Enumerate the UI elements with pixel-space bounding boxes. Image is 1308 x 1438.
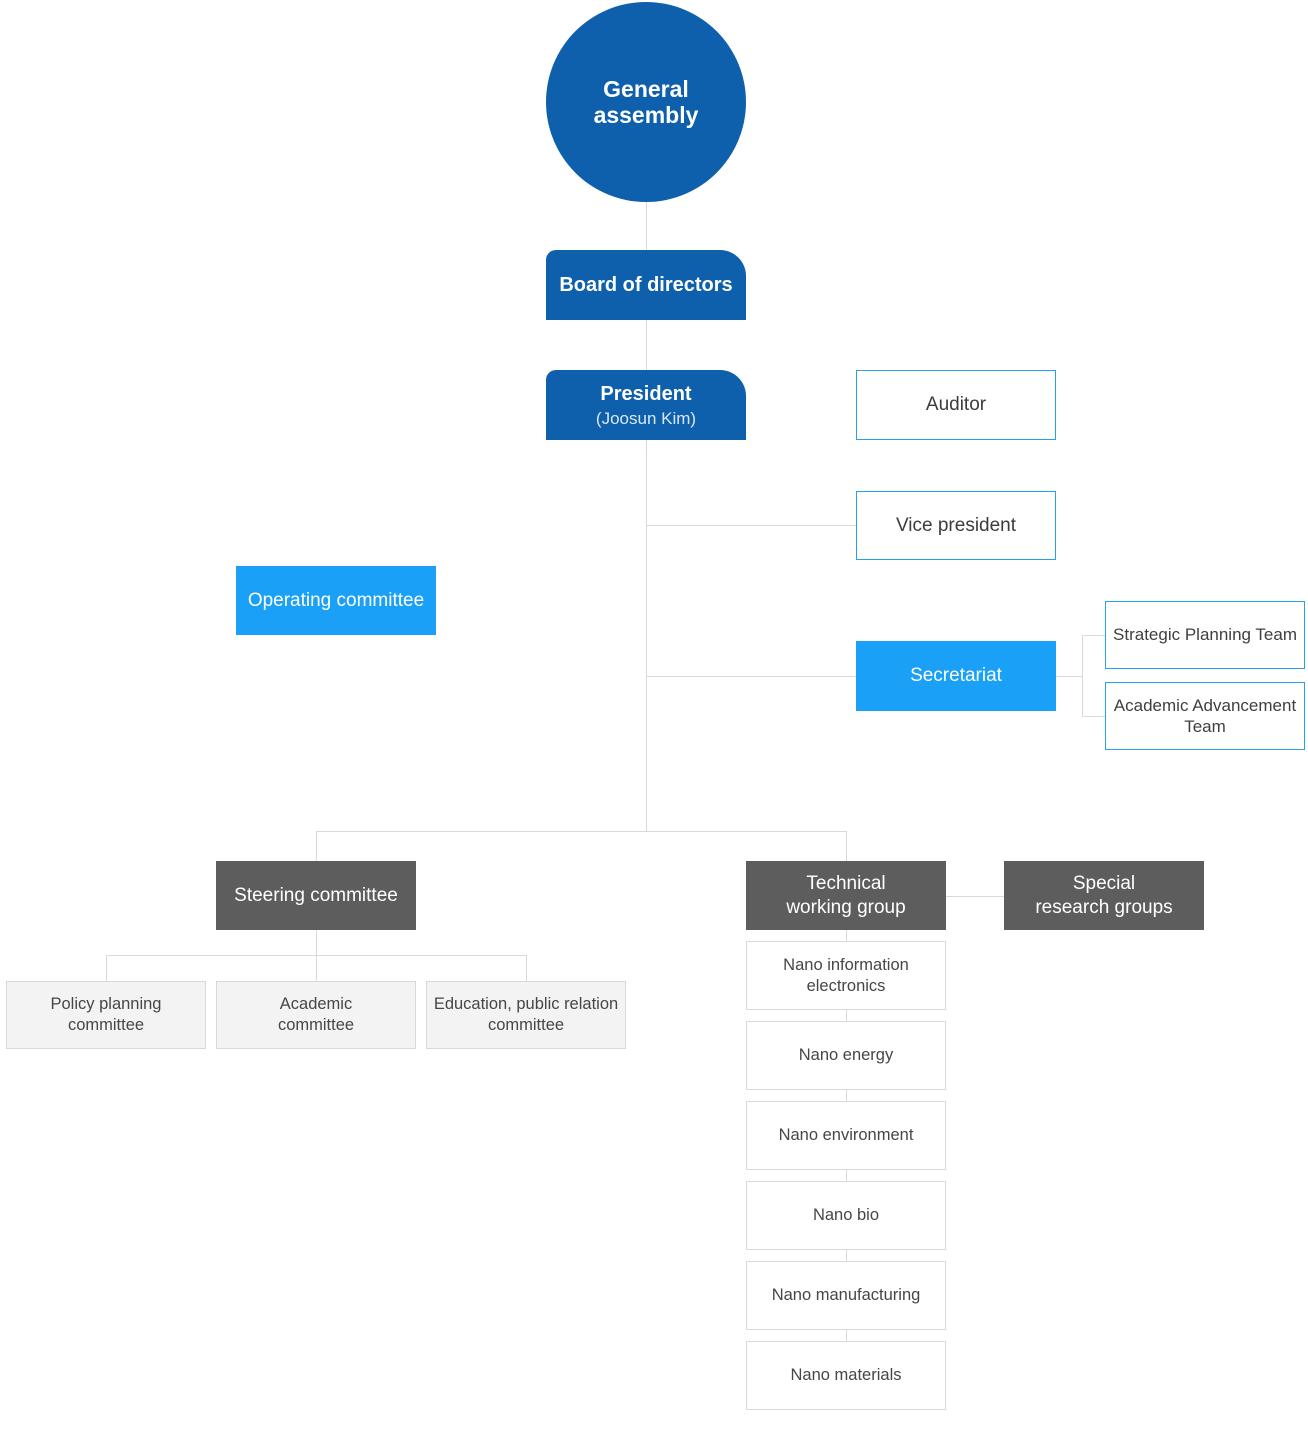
president-title: President xyxy=(600,382,692,405)
node-academic-committee: Academic committee xyxy=(216,981,416,1049)
strategic-planning-team-label: Strategic Planning Team xyxy=(1113,625,1297,645)
node-policy-planning-committee: Policy planning committee xyxy=(6,981,206,1049)
nano-energy-label: Nano energy xyxy=(798,1046,894,1065)
connector-steering-down xyxy=(316,930,317,956)
board-of-directors-label: Board of directors xyxy=(559,273,733,296)
education-pr-committee-label: Education, public relation committee xyxy=(433,995,619,1034)
node-secretariat: Secretariat xyxy=(856,641,1056,711)
node-technical-working-group: Technical working group xyxy=(746,861,946,930)
auditor-label: Auditor xyxy=(925,394,987,416)
node-academic-advancement-team: Academic Advancement Team xyxy=(1105,682,1305,750)
node-steering-committee: Steering committee xyxy=(216,861,416,930)
steering-committee-label: Steering committee xyxy=(234,884,398,906)
secretariat-label: Secretariat xyxy=(910,665,1002,687)
node-operating-committee: Operating committee xyxy=(236,566,436,635)
nano-materials-label: Nano materials xyxy=(790,1366,902,1385)
connector-nano-2 xyxy=(846,1010,847,1021)
connector-board-president xyxy=(646,320,647,370)
node-special-research-groups: Special research groups xyxy=(1004,861,1204,930)
nano-bio-label: Nano bio xyxy=(812,1206,880,1225)
node-president: President (Joosun Kim) xyxy=(546,370,746,440)
node-general-assembly: General assembly xyxy=(546,2,746,202)
connector-nano-1 xyxy=(846,930,847,941)
connector-to-secretariat xyxy=(646,676,856,677)
academic-committee-label: Academic committee xyxy=(277,995,355,1034)
connector-to-strategic-team xyxy=(1082,635,1106,636)
connector-to-academic-team xyxy=(1082,716,1106,717)
connector-nano-3 xyxy=(846,1090,847,1101)
nano-manufacturing-label: Nano manufacturing xyxy=(771,1286,921,1305)
node-nano-manufacturing: Nano manufacturing xyxy=(746,1261,946,1330)
connector-to-steering xyxy=(316,831,317,861)
node-auditor: Auditor xyxy=(856,370,1056,440)
connector-nano-6 xyxy=(846,1330,847,1341)
node-nano-environment: Nano environment xyxy=(746,1101,946,1170)
general-assembly-label: General assembly xyxy=(593,75,699,128)
connector-to-policy-committee xyxy=(106,955,107,981)
connector-nano-5 xyxy=(846,1250,847,1261)
connector-president-trunk xyxy=(646,440,647,831)
connector-teams-vertical xyxy=(1082,635,1083,717)
academic-advancement-team-label: Academic Advancement Team xyxy=(1113,695,1297,736)
connector-circle-board xyxy=(646,202,647,250)
connector-twg-srg xyxy=(946,896,1004,897)
connector-secretariat-right xyxy=(1056,676,1082,677)
node-nano-energy: Nano energy xyxy=(746,1021,946,1090)
president-subtitle: (Joosun Kim) xyxy=(595,408,697,428)
special-research-groups-label: Special research groups xyxy=(1035,872,1173,918)
node-nano-bio: Nano bio xyxy=(746,1181,946,1250)
nano-environment-label: Nano environment xyxy=(778,1126,914,1145)
connector-to-twg xyxy=(846,831,847,861)
connector-nano-4 xyxy=(846,1170,847,1181)
operating-committee-label: Operating committee xyxy=(247,589,425,611)
connector-to-vice-president xyxy=(646,525,856,526)
node-vice-president: Vice president xyxy=(856,491,1056,560)
technical-working-group-label: Technical working group xyxy=(786,872,906,918)
connector-to-education-committee xyxy=(526,955,527,981)
node-strategic-planning-team: Strategic Planning Team xyxy=(1105,601,1305,669)
connector-to-academic-committee xyxy=(316,955,317,981)
vice-president-label: Vice president xyxy=(895,514,1017,536)
node-education-pr-committee: Education, public relation committee xyxy=(426,981,626,1049)
node-board-of-directors: Board of directors xyxy=(546,250,746,320)
node-nano-information-electronics: Nano information electronics xyxy=(746,941,946,1010)
nano-information-electronics-label: Nano information electronics xyxy=(783,955,909,995)
connector-lower-horizontal xyxy=(316,831,847,832)
node-nano-materials: Nano materials xyxy=(746,1341,946,1410)
policy-planning-committee-label: Policy planning committee xyxy=(50,995,162,1034)
